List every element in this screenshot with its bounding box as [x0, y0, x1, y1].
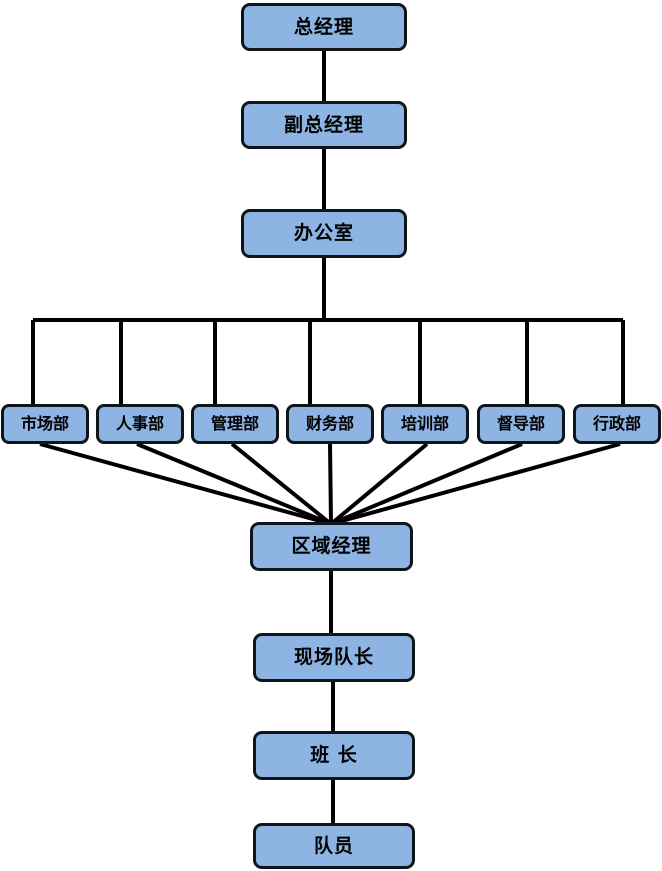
node-label: 办公室: [293, 222, 354, 244]
node-label: 督导部: [496, 414, 545, 433]
fan-supervisor: [330, 442, 523, 526]
node-label: 班 长: [310, 744, 358, 766]
fan-market: [39, 442, 332, 526]
fan-finance: [328, 443, 333, 525]
fan-admin: [330, 442, 621, 526]
fan-training: [329, 442, 429, 526]
node-dept-management[interactable]: 管理部: [191, 404, 279, 444]
node-dept-training[interactable]: 培训部: [381, 404, 469, 444]
node-dept-supervisor[interactable]: 督导部: [477, 404, 565, 444]
node-label: 现场队长: [293, 646, 374, 668]
node-dept-market[interactable]: 市场部: [1, 404, 89, 444]
node-team-member[interactable]: 队员: [253, 823, 415, 869]
node-general-manager[interactable]: 总经理: [241, 3, 407, 51]
fan-hr: [136, 442, 332, 526]
node-team-leader[interactable]: 班 长: [253, 731, 415, 780]
node-label: 队员: [313, 834, 354, 857]
node-label: 人事部: [115, 414, 164, 433]
node-label: 行政部: [592, 414, 641, 433]
node-dept-finance[interactable]: 财务部: [286, 404, 374, 444]
node-deputy-manager[interactable]: 副总经理: [241, 101, 407, 149]
node-label: 区域经理: [291, 535, 372, 557]
node-office[interactable]: 办公室: [241, 209, 407, 258]
node-regional-manager[interactable]: 区域经理: [250, 522, 413, 571]
node-label: 市场部: [20, 414, 69, 433]
node-label: 总经理: [293, 15, 354, 38]
node-label: 培训部: [400, 414, 449, 433]
node-label: 副总经理: [283, 113, 364, 136]
fan-management: [230, 442, 333, 526]
node-dept-admin[interactable]: 行政部: [573, 404, 661, 444]
node-site-captain[interactable]: 现场队长: [253, 633, 415, 682]
node-dept-hr[interactable]: 人事部: [96, 404, 184, 444]
node-label: 管理部: [210, 414, 259, 433]
node-label: 财务部: [305, 414, 354, 433]
